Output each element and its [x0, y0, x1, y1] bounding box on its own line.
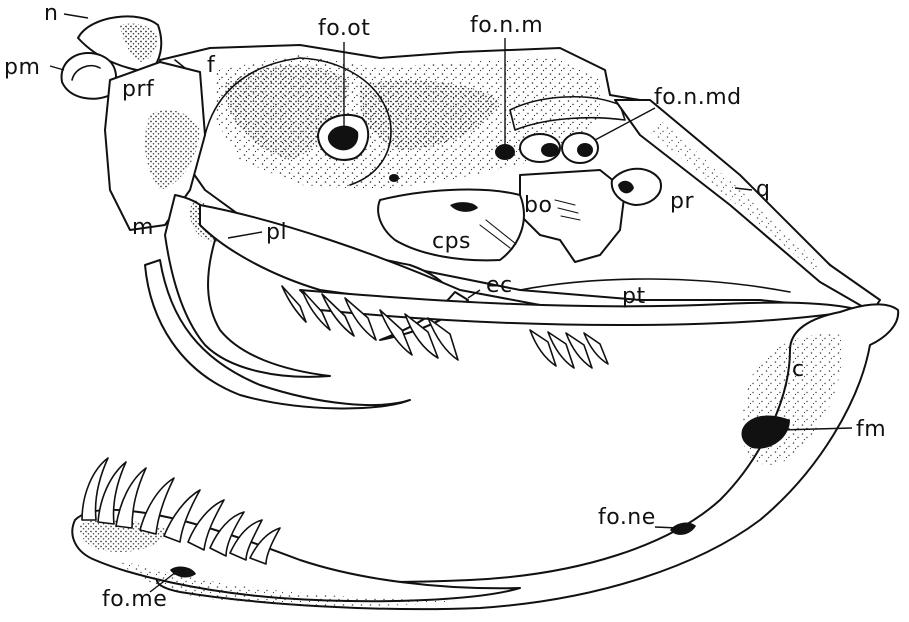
label-pm: pm — [4, 55, 40, 80]
leader-pm — [50, 66, 64, 70]
label-fo-ot: fo.ot — [318, 16, 370, 41]
label-fo-n-md: fo.n.md — [654, 85, 742, 110]
label-q: q — [756, 177, 770, 202]
label-bo: bo — [524, 193, 552, 218]
label-pr: pr — [670, 189, 694, 214]
label-ec: ec — [486, 273, 513, 298]
label-f: f — [207, 53, 216, 78]
label-c: c — [792, 357, 805, 382]
foramen-n-m — [495, 144, 515, 160]
leader-n — [64, 14, 88, 18]
label-pt: pt — [622, 284, 646, 309]
leader-fo-ne — [655, 527, 678, 528]
label-m: m — [132, 215, 154, 240]
label-cps: cps — [432, 229, 471, 254]
label-fm: fm — [856, 417, 886, 442]
small-foramen — [389, 174, 399, 182]
foramen-n-md-b — [577, 143, 593, 157]
label-fo-me: fo.me — [102, 587, 167, 612]
label-fo-ne: fo.ne — [598, 505, 656, 530]
foramen-n-md-a — [541, 143, 559, 157]
label-prf: prf — [122, 77, 155, 102]
label-fo-n-m: fo.n.m — [470, 13, 543, 38]
label-pl: pl — [266, 220, 287, 245]
label-n: n — [44, 1, 58, 26]
